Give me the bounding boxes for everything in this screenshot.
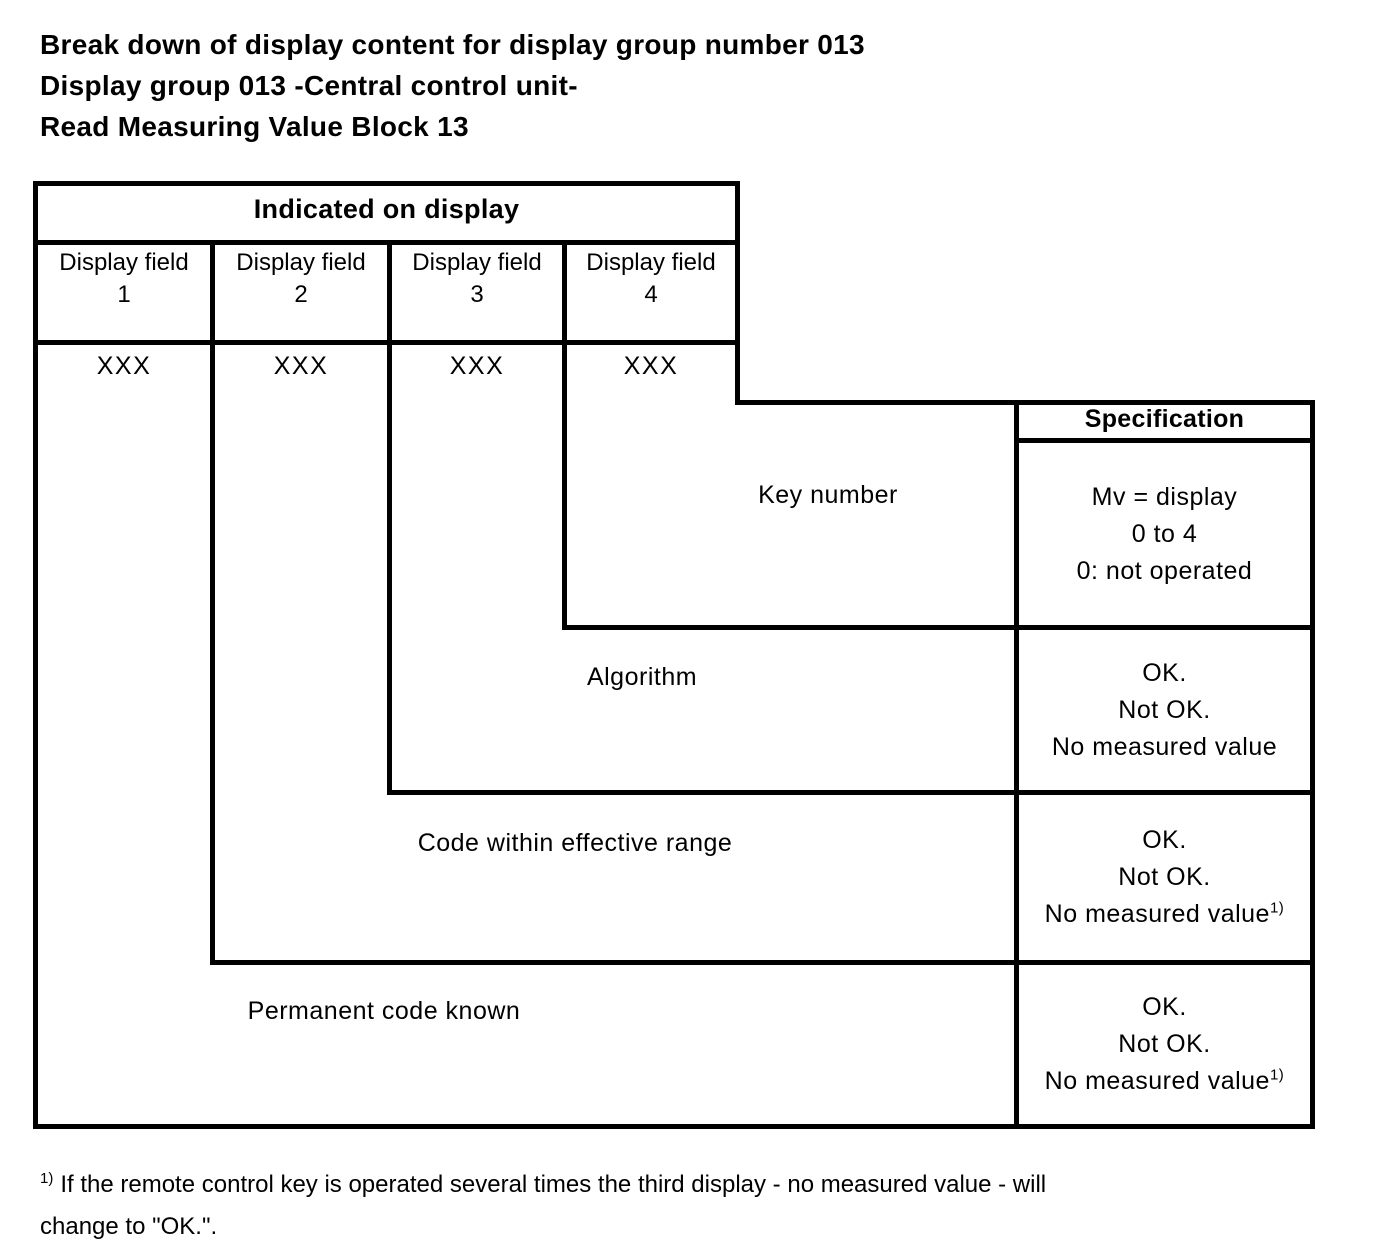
spec-line: No measured value	[1052, 729, 1277, 766]
footnote-text-line-2: change to "OK.".	[40, 1213, 218, 1240]
spec-cell-algorithm: OK. Not OK. No measured value	[1019, 630, 1310, 790]
specification-header: Specification	[1084, 405, 1245, 433]
spec-line: 0 to 4	[1131, 519, 1198, 548]
display-field-header-2-number: 2	[294, 281, 308, 308]
display-field-header-2-label: Display field	[236, 249, 366, 276]
line-table-left	[33, 181, 38, 1129]
line-col-divider-3	[562, 240, 567, 630]
line-spec-area-top	[735, 400, 1315, 405]
line-table-top	[33, 181, 740, 186]
page-title-line-2: Display group 013 -Central control unit-	[40, 70, 578, 101]
spec-line: Mv = display	[1091, 482, 1238, 511]
line-main-table-right	[735, 181, 740, 405]
spec-line: No measured value1)	[1045, 1063, 1285, 1100]
display-field-header-1-label: Display field	[59, 249, 189, 276]
spec-line: OK.	[1142, 826, 1187, 854]
line-row-code-bottom	[210, 960, 1315, 965]
spec-line: OK.	[1142, 658, 1187, 687]
footnote-marker: 1)	[1269, 899, 1285, 917]
footnote-text-line-1: If the remote control key is operated se…	[60, 1171, 1047, 1198]
page-title: Break down of display content for displa…	[40, 24, 865, 147]
spec-line: Not OK.	[1118, 695, 1211, 724]
row-label-permanent-code-known: Permanent code known	[247, 997, 521, 1025]
line-table-bottom	[33, 1124, 1315, 1129]
line-col-divider-2	[387, 240, 392, 795]
spec-line-text: No measured value	[1044, 900, 1270, 928]
display-field-header-3-number: 3	[470, 281, 484, 308]
spec-line-text: No measured value	[1051, 732, 1278, 761]
line-under-spec-header	[1014, 438, 1315, 443]
display-field-header-4-number: 4	[644, 281, 658, 308]
display-field-header-3: Display field 3	[392, 247, 562, 311]
spec-line: OK.	[1142, 993, 1187, 1021]
line-under-indicated-header	[33, 240, 740, 245]
footnote-line-1: 1) If the remote control key is operated …	[40, 1164, 1200, 1206]
page-title-line-3: Read Measuring Value Block 13	[40, 111, 469, 142]
display-field-header-1: Display field 1	[38, 247, 210, 311]
footnote-marker: 1)	[1269, 1066, 1285, 1084]
line-spec-left	[1014, 400, 1019, 1129]
display-field-value-3: XXX	[449, 352, 505, 380]
line-row-algorithm-bottom	[387, 790, 1315, 795]
spec-line: No measured value1)	[1045, 896, 1285, 933]
spec-line-text: 0: not operated	[1076, 556, 1253, 585]
page-title-line-1: Break down of display content for displa…	[40, 29, 865, 60]
footnote: 1) If the remote control key is operated …	[40, 1164, 1200, 1248]
indicated-on-display-header: Indicated on display	[253, 194, 520, 224]
spec-line-text: No measured value	[1044, 1067, 1270, 1095]
spec-line: Not OK.	[1118, 863, 1211, 891]
display-field-value-2: XXX	[273, 352, 329, 380]
display-field-value-4: XXX	[623, 352, 679, 380]
line-under-field-headers	[33, 340, 740, 345]
line-spec-right	[1310, 400, 1315, 1129]
display-field-value-1: XXX	[96, 352, 152, 380]
spec-line: Not OK.	[1118, 1030, 1211, 1058]
footnote-marker: 1)	[40, 1170, 54, 1187]
spec-cell-code-within-effective-range: OK. Not OK. No measured value1)	[1019, 795, 1310, 960]
spec-cell-permanent-code-known: OK. Not OK. No measured value1)	[1019, 965, 1310, 1124]
display-field-header-2: Display field 2	[215, 247, 387, 311]
display-field-header-1-number: 1	[117, 281, 131, 308]
spec-line: 0: not operated	[1077, 553, 1253, 590]
display-field-header-3-label: Display field	[412, 249, 542, 276]
row-label-key-number: Key number	[758, 481, 898, 509]
line-col-divider-1	[210, 240, 215, 965]
row-label-algorithm: Algorithm	[586, 663, 698, 691]
display-field-header-4: Display field 4	[567, 247, 735, 311]
row-label-code-within-effective-range: Code within effective range	[417, 829, 733, 857]
line-row-key-number-bottom	[562, 625, 1315, 630]
spec-cell-key-number: Mv = display 0 to 4 0: not operated	[1019, 443, 1310, 625]
display-field-header-4-label: Display field	[586, 249, 716, 276]
